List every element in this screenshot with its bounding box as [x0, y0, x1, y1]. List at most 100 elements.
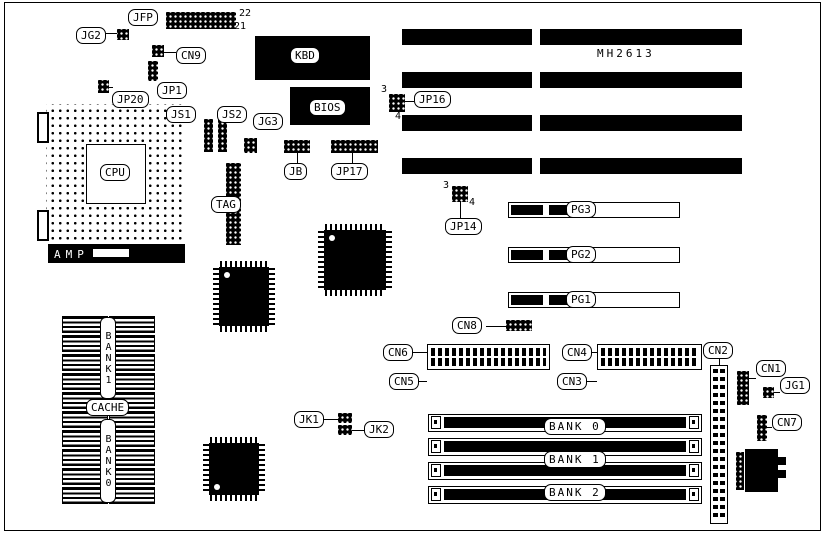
jg1-leader: [774, 392, 780, 393]
cn6-leader: [413, 352, 427, 353]
isa-slot: [402, 72, 532, 88]
cn9-leader: [164, 52, 176, 53]
power-pins: [736, 452, 744, 490]
qfp-pins-right: [259, 444, 265, 494]
jfp-pin-21: 21: [234, 21, 247, 32]
qfp-chip: [213, 261, 275, 332]
connector-row: [431, 348, 546, 356]
qfp-pins-bottom: [325, 290, 385, 296]
tag-callout: TAG: [211, 196, 241, 213]
qfp-pins-bottom: [220, 326, 268, 332]
pin1-dot: [224, 272, 230, 278]
qfp-pins-top: [210, 437, 258, 443]
slot-segment: [511, 295, 543, 305]
connector-row: [431, 358, 546, 366]
pg1-callout: PG1: [566, 291, 596, 308]
cn5-leader: [419, 381, 427, 382]
simm-clip: [689, 488, 699, 501]
pg3-callout: PG3: [566, 201, 596, 218]
slot-segment: [549, 205, 569, 215]
amp-label: AMP: [54, 248, 89, 261]
simm-bank0-callout: BANK 0: [544, 418, 606, 435]
jp16-jumper: [389, 94, 405, 112]
qfp-chip: [318, 224, 392, 296]
bios-callout: BIOS: [309, 99, 346, 116]
jg2-jumper: [117, 29, 129, 40]
jg3-callout: JG3: [253, 113, 283, 130]
cn7-leader: [767, 427, 772, 428]
qfp-pins-top: [325, 224, 385, 230]
simm-clip: [689, 416, 699, 429]
power-connector: [745, 449, 778, 492]
jg3-jumper: [244, 138, 257, 153]
cn1-leader: [749, 378, 756, 379]
pin1-dot: [329, 235, 335, 241]
simm-bank2-callout: BANK 2: [544, 484, 606, 501]
qfp-body: [324, 230, 386, 290]
jp17-header: [331, 140, 378, 153]
jg2-callout: JG2: [76, 27, 106, 44]
simm-clip: [431, 440, 441, 453]
simm-clip: [431, 464, 441, 477]
js1-callout: JS1: [166, 106, 196, 123]
isa-slot: [402, 158, 532, 174]
jp16-pin-3: 3: [381, 84, 388, 95]
jp20-leader: [109, 87, 113, 88]
simm-clip: [689, 440, 699, 453]
isa-slot: [402, 29, 532, 45]
cache-bank0-callout: BANK0: [100, 419, 116, 503]
jp14-pin-3: 3: [443, 180, 450, 191]
slot-segment: [511, 205, 543, 215]
isa-slot: [540, 115, 742, 131]
jp20-callout: JP20: [112, 91, 149, 108]
pin1-dot: [214, 484, 220, 490]
jg1-jumper: [763, 387, 774, 398]
jg1-callout: JG1: [780, 377, 810, 394]
jp17-leader: [352, 152, 353, 163]
isa-slot: [540, 29, 742, 45]
slot-segment: [549, 250, 569, 260]
jk1-callout: JK1: [294, 411, 324, 428]
jk2-callout: JK2: [364, 421, 394, 438]
jfp-callout: JFP: [128, 9, 158, 26]
power-notch: [778, 457, 786, 465]
jp20-jumper: [98, 80, 109, 93]
cn7-header: [757, 415, 767, 441]
simm-bank1-callout: BANK 1: [544, 451, 606, 468]
simm-clip: [431, 488, 441, 501]
jk2-jumper: [338, 425, 352, 435]
board-model: MH2613: [597, 47, 655, 60]
connector-column: [720, 369, 725, 520]
slot-segment: [511, 250, 543, 260]
jfp-header: [166, 12, 236, 29]
cn8-callout: CN8: [452, 317, 482, 334]
kbd-callout: KBD: [290, 47, 320, 64]
cn9-callout: CN9: [176, 47, 206, 64]
jp1-header: [148, 61, 158, 81]
cn6-cn5-connector: [427, 344, 550, 370]
isa-slot: [402, 115, 532, 131]
qfp-pins-bottom: [210, 495, 258, 501]
jp16-pin-4: 4: [395, 111, 402, 122]
jk2-leader: [352, 430, 364, 431]
qfp-pins-right: [269, 268, 275, 325]
jk1-leader: [324, 419, 338, 420]
cn1-callout: CN1: [756, 360, 786, 377]
jp14-pin-4: 4: [469, 197, 476, 208]
qfp-pins-left: [203, 444, 209, 494]
cn3-callout: CN3: [557, 373, 587, 390]
jb-callout: JB: [284, 163, 308, 180]
jp14-leader: [460, 201, 461, 218]
js1-header: [204, 119, 213, 152]
board-outline: [4, 2, 821, 531]
simm-clip: [689, 464, 699, 477]
socket-bracket-bottom: [37, 210, 49, 241]
jp14-jumper: [452, 186, 468, 202]
jp14-callout: JP14: [445, 218, 482, 235]
js2-callout: JS2: [217, 106, 247, 123]
cache-callout: CACHE: [86, 399, 130, 416]
connector-row: [601, 358, 698, 366]
cn9-jumper: [152, 45, 164, 57]
isa-slot: [540, 72, 742, 88]
qfp-pins-left: [213, 268, 219, 325]
